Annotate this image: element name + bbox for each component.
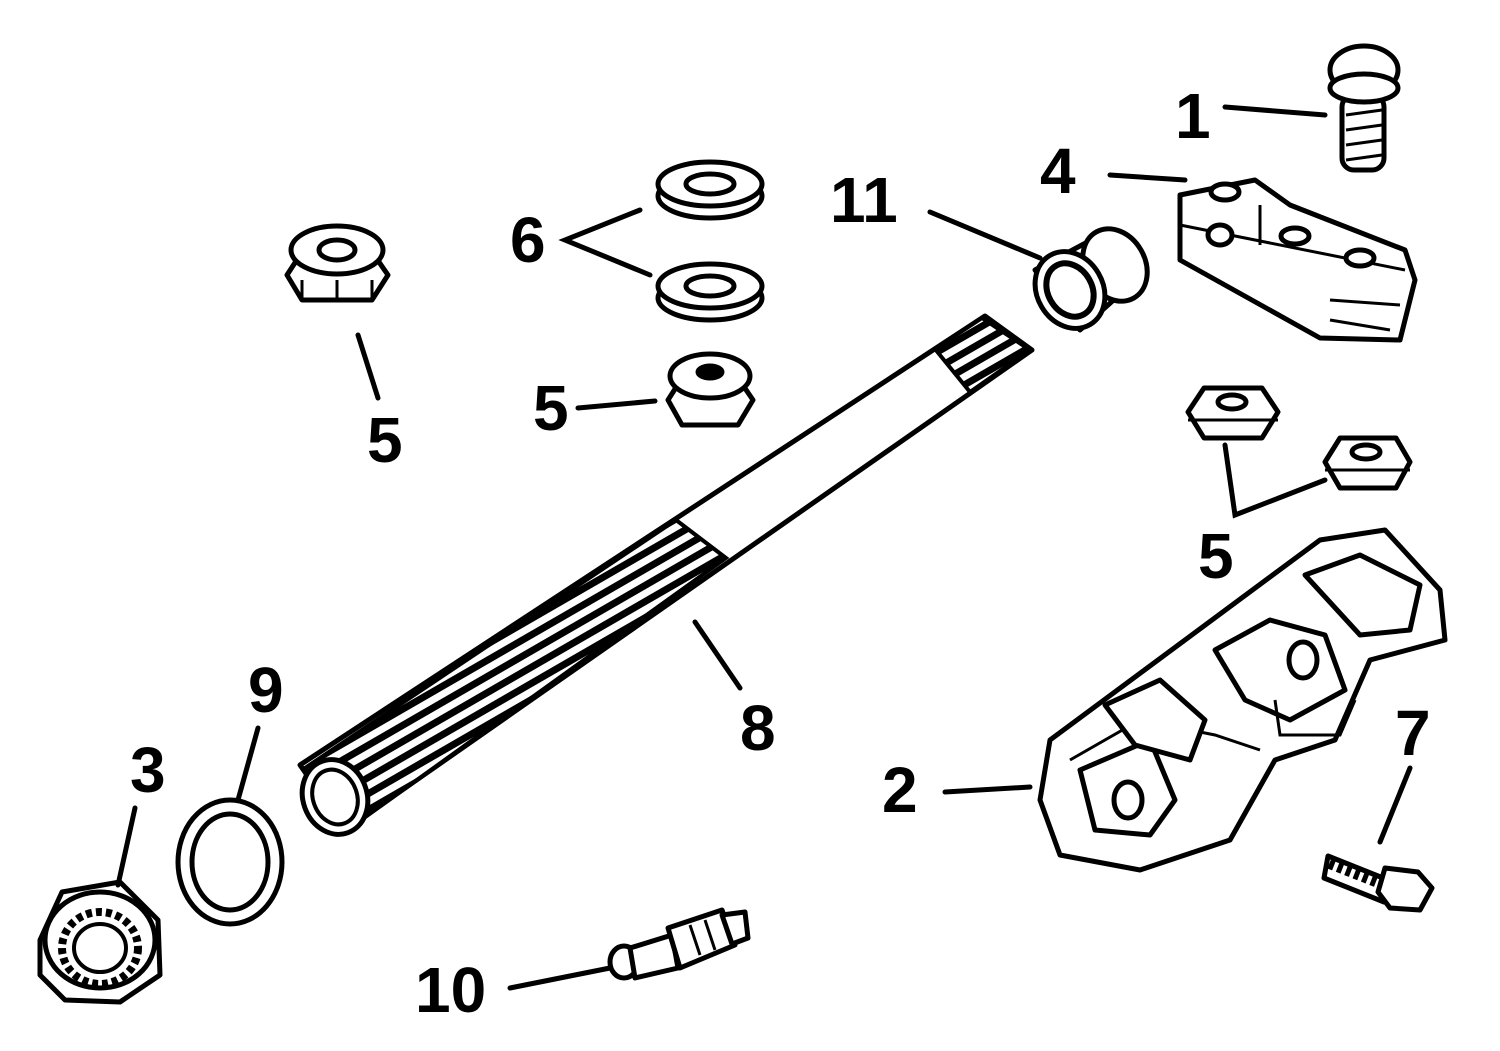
washer-part-6-upper xyxy=(655,159,765,221)
leader-line-5-left xyxy=(355,332,381,401)
washer-part-6-lower xyxy=(655,261,765,323)
callout-10: 10 xyxy=(415,954,486,1026)
callout-1: 1 xyxy=(1175,80,1211,152)
callout-11: 11 xyxy=(830,164,898,236)
callout-5-center: 5 xyxy=(533,372,569,444)
callout-4: 4 xyxy=(1040,135,1076,207)
lock-nut-part-5-left xyxy=(284,223,391,303)
leader-line-4 xyxy=(1107,172,1188,183)
callout-6: 6 xyxy=(510,204,546,276)
leader-line-9 xyxy=(235,725,261,803)
leader-line-11 xyxy=(927,209,1043,261)
leader-line-3 xyxy=(115,805,138,888)
washer-part-9 xyxy=(175,797,285,927)
hex-nut-part-5-right-upper xyxy=(1185,385,1281,441)
leader-line-2 xyxy=(942,784,1033,795)
bushing-part-11 xyxy=(1032,226,1150,333)
yoke-housing-part-2 xyxy=(1037,527,1448,873)
leader-line-10 xyxy=(507,965,613,991)
leader-line-6 xyxy=(558,207,653,278)
callout-8: 8 xyxy=(740,692,776,764)
callout-5-left: 5 xyxy=(367,404,403,476)
bolt-part-7 xyxy=(1321,853,1435,913)
lock-nut-part-5-center xyxy=(665,351,756,428)
callout-9: 9 xyxy=(248,654,284,726)
leader-line-5-center xyxy=(575,398,658,411)
callout-7: 7 xyxy=(1395,697,1431,769)
threaded-tube-part-8 xyxy=(297,313,1035,837)
callout-5-right: 5 xyxy=(1198,520,1234,592)
hex-nut-part-3 xyxy=(37,879,163,1005)
callout-2: 2 xyxy=(882,754,918,826)
leader-line-7 xyxy=(1377,765,1413,845)
callout-3: 3 xyxy=(130,734,166,806)
bracket-part-4 xyxy=(1177,177,1418,343)
leader-line-8 xyxy=(692,619,743,691)
grease-fitting-part-10 xyxy=(607,907,751,981)
leader-line-1 xyxy=(1222,104,1328,118)
bolt-part-1 xyxy=(1327,43,1401,173)
leader-line-5-right xyxy=(1222,442,1328,519)
hex-nut-part-5-right-lower xyxy=(1322,435,1413,491)
